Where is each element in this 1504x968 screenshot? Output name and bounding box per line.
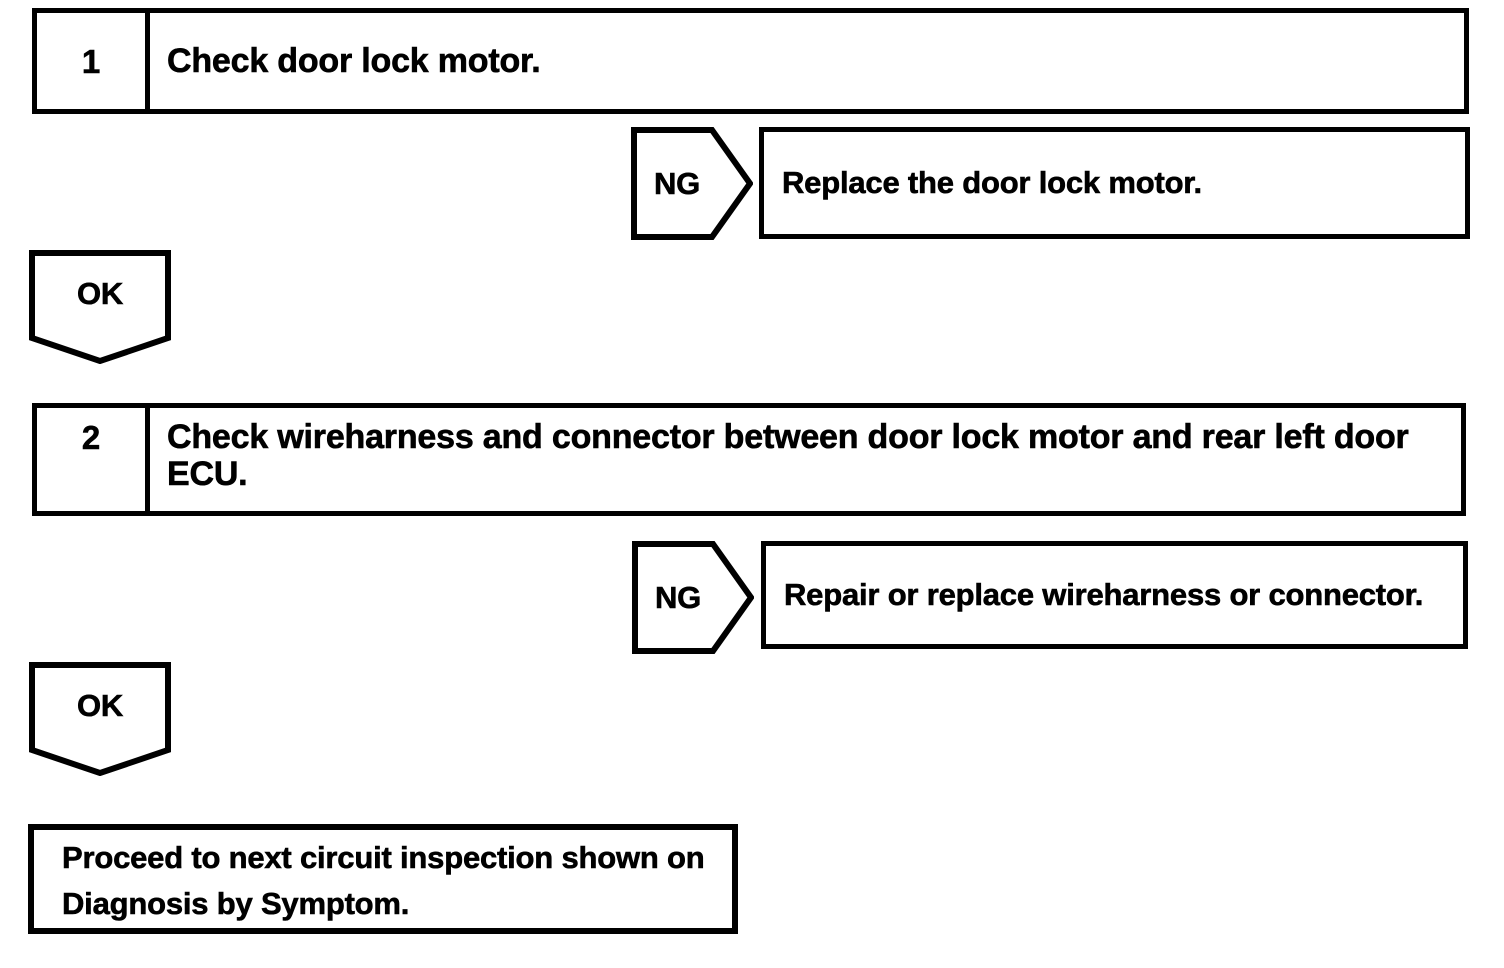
- step-1-ng-action: Replace the door lock motor.: [782, 165, 1203, 200]
- terminal-line-2: Diagnosis by Symptom.: [62, 886, 410, 922]
- step-2-ng-connector: NG: [632, 541, 754, 654]
- step-2-number-cell: 2: [37, 408, 150, 511]
- step-1-ng-action-box: Replace the door lock motor.: [759, 127, 1470, 239]
- step-1-ok-connector: OK: [29, 250, 171, 364]
- step-2-box: 2 Check wireharness and connector betwee…: [32, 403, 1466, 516]
- ok-arrow-down-icon: [29, 662, 171, 776]
- terminal-box: Proceed to next circuit inspection shown…: [28, 824, 738, 934]
- step-1-box: 1 Check door lock motor.: [32, 8, 1469, 114]
- ng-arrow-right-icon: [632, 541, 754, 654]
- step-2-instruction-cell: Check wireharness and connector between …: [150, 408, 1461, 511]
- step-1-number-cell: 1: [37, 13, 150, 109]
- ng-arrow-right-icon: [631, 127, 753, 240]
- step-2-instruction: Check wireharness and connector between …: [167, 418, 1409, 493]
- step-2-ng-action: Repair or replace wireharness or connect…: [784, 577, 1424, 612]
- step-1-number: 1: [81, 42, 101, 80]
- step-1-ng-connector: NG: [631, 127, 753, 240]
- step-1-ng-label: NG: [653, 165, 701, 201]
- step-1-ok-label: OK: [76, 276, 124, 312]
- step-1-instruction: Check door lock motor.: [167, 41, 541, 80]
- step-2-ok-label: OK: [76, 688, 124, 724]
- step-1-instruction-cell: Check door lock motor.: [150, 13, 1464, 109]
- terminal-line-1: Proceed to next circuit inspection shown…: [62, 840, 705, 876]
- step-2-ok-connector: OK: [29, 662, 171, 776]
- ok-arrow-down-icon: [29, 250, 171, 364]
- step-2-ng-label: NG: [654, 579, 702, 615]
- step-2-number: 2: [81, 419, 101, 457]
- step-2-ng-action-box: Repair or replace wireharness or connect…: [761, 541, 1468, 649]
